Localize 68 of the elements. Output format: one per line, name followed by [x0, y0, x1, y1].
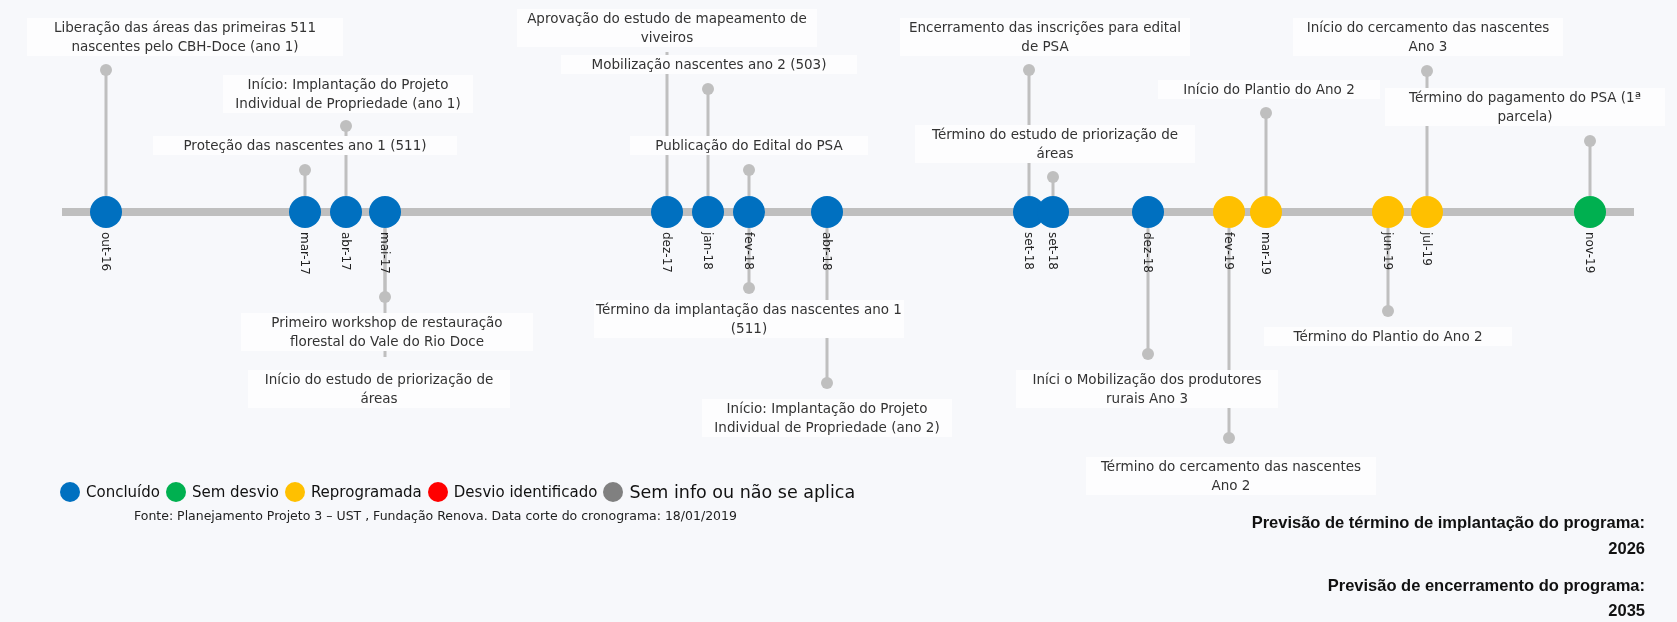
- event-label: Início do Plantio do Ano 2: [1158, 80, 1380, 99]
- milestone-marker: [651, 196, 683, 228]
- leader-line: [743, 164, 755, 196]
- date-label: set-18: [1046, 232, 1060, 270]
- leader-line: [1142, 228, 1154, 360]
- leader-line: [743, 228, 755, 294]
- milestone-marker: [1250, 196, 1282, 228]
- date-label: fev-18: [742, 232, 756, 270]
- milestone-marker: [90, 196, 122, 228]
- milestone-marker: [692, 196, 724, 228]
- milestone-marker: [369, 196, 401, 228]
- event-label: Início do cercamento das nascentes Ano 3: [1293, 18, 1563, 56]
- date-label: dez-18: [1141, 232, 1155, 273]
- date-label: abr-17: [339, 232, 353, 271]
- legend-text: Sem info ou não se aplica: [629, 481, 856, 504]
- event-label: Término do estudo de priorização de áreas: [915, 125, 1195, 163]
- event-label: Término do cercamento das nascentes Ano 2: [1086, 457, 1376, 495]
- milestone-marker: [1574, 196, 1606, 228]
- leader-line: [1382, 228, 1394, 317]
- date-label: mar-17: [298, 232, 312, 275]
- date-label: dez-17: [660, 232, 674, 273]
- forecast-note: Previsão de encerramento do programa:: [1327, 575, 1645, 596]
- event-label: Início do estudo de priorização de áreas: [248, 370, 510, 408]
- date-label: mai-17: [378, 232, 392, 274]
- milestone-marker: [330, 196, 362, 228]
- legend-text: Reprogramada: [310, 481, 422, 503]
- event-label: Primeiro workshop de restauração florestal do Vale do Rio Doce: [241, 313, 533, 351]
- milestone-marker: [811, 196, 843, 228]
- leader-line: [100, 64, 112, 196]
- source-note: Fonte: Planejamento Projeto 3 – UST , Fundação Renova. Data corte do cronograma: 18/01/2019: [134, 507, 737, 525]
- event-label: Início: Implantação do Projeto Individual de Propriedade (ano 2): [702, 399, 952, 437]
- date-label: fev-19: [1222, 232, 1236, 270]
- leader-line: [1260, 107, 1272, 196]
- date-label: abr-18: [820, 232, 834, 271]
- date-label: set-18: [1022, 232, 1036, 270]
- event-label: Mobilização nascentes ano 2 (503): [561, 55, 857, 74]
- milestone-marker: [1132, 196, 1164, 228]
- milestone-marker: [289, 196, 321, 228]
- event-label: Proteção das nascentes ano 1 (511): [153, 136, 457, 155]
- date-label: nov-19: [1583, 232, 1597, 274]
- legend-text: Concluído: [86, 481, 160, 503]
- forecast-note: 2035: [1608, 600, 1645, 621]
- milestone-marker: [1037, 196, 1069, 228]
- date-label: jul-19: [1420, 232, 1434, 266]
- event-label: Encerramento das inscrições para edital de PSA: [900, 18, 1190, 56]
- date-label: mar-19: [1259, 232, 1273, 275]
- milestone-marker: [733, 196, 765, 228]
- event-label: Aprovação do estudo de mapeamento de viveiros: [517, 9, 817, 47]
- date-label: jun-19: [1381, 232, 1395, 271]
- legend-text: Sem desvio: [191, 481, 279, 503]
- event-label: Publicação do Edital do PSA: [630, 136, 868, 155]
- date-label: jan-18: [701, 232, 715, 270]
- milestone-marker: [1372, 196, 1404, 228]
- forecast-note: Previsão de término de implantação do programa:: [1251, 512, 1645, 533]
- event-label: Início: Implantação do Projeto Individual de Propriedade (ano 1): [223, 75, 473, 113]
- event-label: Término do pagamento do PSA (1ª parcela): [1385, 88, 1665, 126]
- event-label: Iníci o Mobilização dos produtores rurais Ano 3: [1016, 370, 1278, 408]
- leader-line: [299, 164, 311, 196]
- milestone-marker: [1213, 196, 1245, 228]
- legend-text: Desvio identificado: [453, 481, 598, 503]
- leader-line: [1047, 171, 1059, 196]
- event-label: Liberação das áreas das primeiras 511 nascentes pelo CBH-Doce (ano 1): [27, 18, 343, 56]
- date-label: out-16: [99, 232, 113, 272]
- leader-line: [1584, 135, 1596, 196]
- forecast-note: 2026: [1608, 538, 1645, 559]
- event-label: Término da implantação das nascentes ano 1 (511): [594, 300, 904, 338]
- event-label: Término do Plantio do Ano 2: [1264, 327, 1512, 346]
- milestone-marker: [1411, 196, 1443, 228]
